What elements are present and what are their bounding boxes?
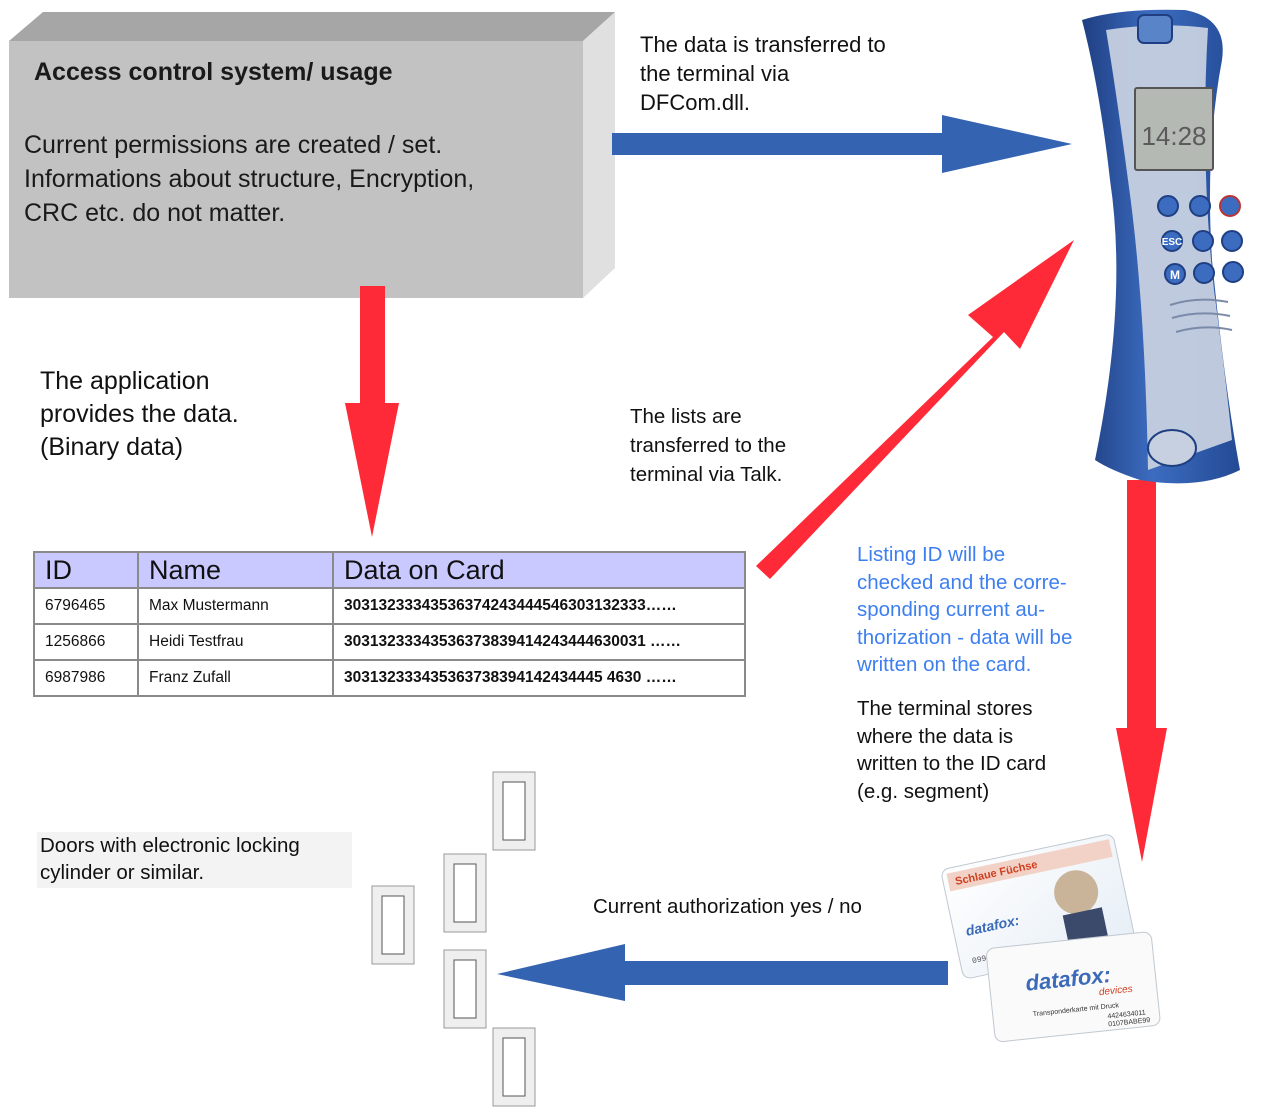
box-title: Access control system/ usage <box>34 58 393 86</box>
doors-label: Doors with electronic locking cylinder o… <box>37 832 352 888</box>
column-header-data: Data on Card <box>332 551 746 589</box>
red-arrow-terminal-to-card <box>1116 480 1167 862</box>
dll-transfer-note: The data is transferred to the terminal … <box>640 32 886 115</box>
door-icon <box>443 853 487 933</box>
listing-id-note: Listing ID will be checked and the corre… <box>857 543 1073 676</box>
rfid-wave-icon <box>1169 298 1233 333</box>
authorization-note: Current authorization yes / no <box>593 895 862 918</box>
doors-group <box>371 771 536 1107</box>
door-icon <box>492 1027 536 1107</box>
door-icon <box>443 949 487 1029</box>
box-front-face <box>9 41 583 298</box>
terminal-time: 14:28 <box>1141 121 1206 151</box>
card-front <box>986 931 1161 1043</box>
terminal-key <box>1221 230 1243 252</box>
terminal-device: 14:28 ESC M <box>1082 9 1244 484</box>
terminal-key <box>1193 262 1215 284</box>
terminal-bottom-reader <box>1147 429 1197 467</box>
blue-arrow-card-to-doors <box>497 944 948 1001</box>
terminal-key-m-label: M <box>1170 268 1180 282</box>
terminal-key-m <box>1164 263 1186 285</box>
talk-transfer-note: The lists are transferred to the termina… <box>630 405 787 486</box>
cell-name: Max Mustermann <box>137 587 334 625</box>
table-row: 1256866 Heidi Testfrau 30313233343536373… <box>33 623 746 661</box>
cell-data: 30313233343536373839414243444630031 …… <box>332 623 746 661</box>
terminal-key <box>1192 230 1214 252</box>
terminal-key <box>1189 195 1211 217</box>
terminal-key <box>1219 195 1241 217</box>
box-top-face <box>9 12 615 41</box>
cell-id: 1256866 <box>33 623 139 661</box>
red-arrow-down-from-box <box>345 286 399 537</box>
terminal-key <box>1157 195 1179 217</box>
application-provides-note: The application provides the data. (Bina… <box>40 367 239 461</box>
table-row: 6796465 Max Mustermann 30313233343536374… <box>33 587 746 625</box>
column-header-id: ID <box>33 551 139 589</box>
cell-id: 6796465 <box>33 587 139 625</box>
column-header-name: Name <box>137 551 334 589</box>
card-data-table: ID Name Data on Card 6796465 Max Musterm… <box>33 551 746 697</box>
id-cards: Schlaue Füchse datafox: 0994414 datafox:… <box>941 834 1161 1043</box>
blue-arrow-to-terminal <box>612 115 1072 173</box>
terminal-key <box>1222 261 1244 283</box>
door-icon <box>492 771 536 851</box>
terminal-stores-note: The terminal stores where the data is wr… <box>857 697 1047 803</box>
table-header-row: ID Name Data on Card <box>33 551 746 589</box>
access-control-box <box>9 12 615 298</box>
terminal-key-esc-label: ESC <box>1162 237 1183 248</box>
cell-data: 303132333435363738394142434445 4630 …… <box>332 659 746 697</box>
card-front-number-2: 0107BABE99 <box>1108 1017 1151 1028</box>
fingerprint-sensor <box>1137 14 1173 44</box>
cell-id: 6987986 <box>33 659 139 697</box>
cell-name: Franz Zufall <box>137 659 334 697</box>
card-front-number-1: 4424634011 <box>1107 1009 1146 1020</box>
table-row: 6987986 Franz Zufall 3031323334353637383… <box>33 659 746 697</box>
card-person-photo-icon <box>1054 870 1099 915</box>
box-side-face <box>583 12 615 298</box>
cell-name: Heidi Testfrau <box>137 623 334 661</box>
terminal-key-esc <box>1161 230 1183 252</box>
red-arrow-table-to-terminal <box>756 240 1074 579</box>
terminal-screen <box>1134 87 1214 171</box>
card-front-sub: devices <box>1098 984 1133 998</box>
door-icon <box>371 885 415 965</box>
box-body: Current permissions are created / set. I… <box>24 131 475 227</box>
cell-data: 30313233343536374243444546303132333…… <box>332 587 746 625</box>
